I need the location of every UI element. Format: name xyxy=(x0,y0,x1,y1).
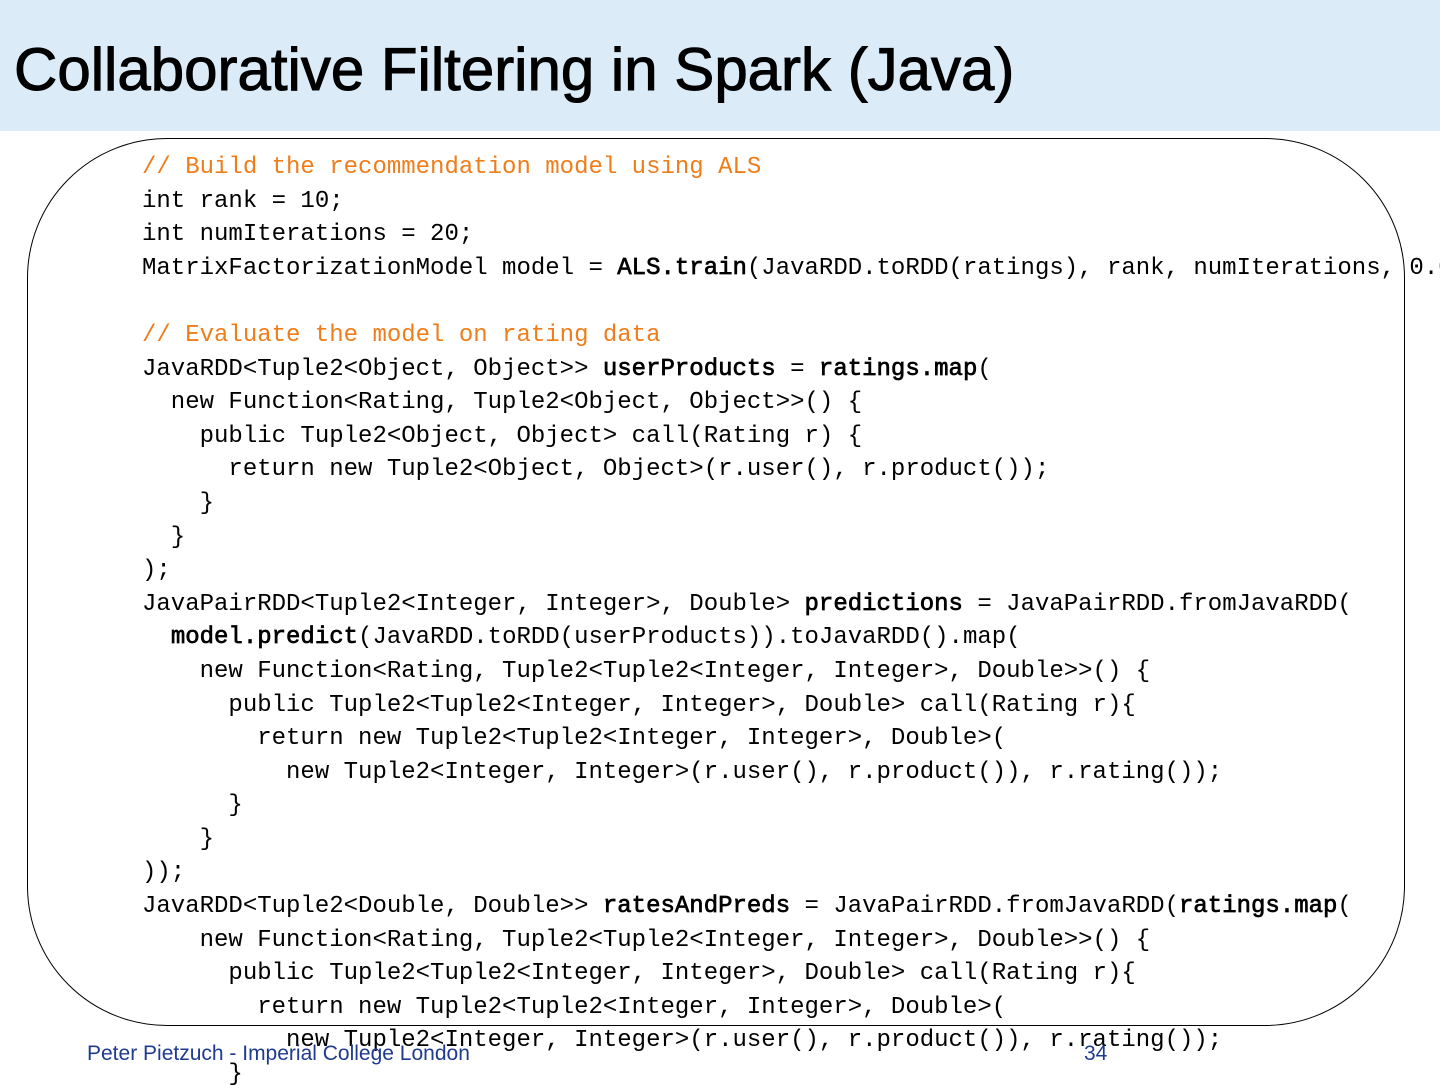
code-line: int rank = 10; xyxy=(142,185,1440,219)
code-highlight: userProducts xyxy=(602,355,777,383)
code-text: (JavaRDD.toRDD(userProducts)).toJavaRDD(… xyxy=(358,624,1021,652)
code-text: ); xyxy=(142,557,171,585)
code-line: new Tuple2<Integer, Integer>(r.user(), r… xyxy=(142,756,1440,790)
code-line: JavaRDD<Tuple2<Double, Double>> ratesAnd… xyxy=(142,890,1440,924)
title-bar: Collaborative Filtering in Spark (Java) xyxy=(0,0,1440,131)
code-highlight: ALS.train xyxy=(617,254,747,282)
code-text: } xyxy=(142,825,215,853)
code-line: } xyxy=(142,789,1440,823)
code-highlight: ratings.map xyxy=(1178,893,1338,921)
page-number: 34 xyxy=(1084,1042,1108,1065)
code-line: } xyxy=(142,521,1440,555)
code-line: return new Tuple2<Tuple2<Integer, Intege… xyxy=(142,991,1440,1025)
code-comment: // Build the recommendation model using … xyxy=(142,154,762,181)
code-text: (JavaRDD.toRDD(ratings), rank, numIterat… xyxy=(746,254,1440,282)
code-line: int numIterations = 20; xyxy=(142,218,1440,252)
code-text: MatrixFactorizationModel model = xyxy=(142,254,618,282)
code-highlight: model.predict xyxy=(170,624,359,652)
code-text: return new Tuple2<Tuple2<Integer, Intege… xyxy=(142,725,1007,753)
code-line: new Function<Rating, Tuple2<Object, Obje… xyxy=(142,386,1440,420)
code-line xyxy=(142,285,1440,319)
code-text: new Function<Rating, Tuple2<Tuple2<Integ… xyxy=(142,926,1151,954)
code-text: return new Tuple2<Tuple2<Integer, Intege… xyxy=(142,993,1007,1021)
code-line: return new Tuple2<Tuple2<Integer, Intege… xyxy=(142,722,1440,756)
code-line: public Tuple2<Object, Object> call(Ratin… xyxy=(142,420,1440,454)
code-text: new Tuple2<Integer, Integer>(r.user(), r… xyxy=(142,758,1223,786)
code-line: new Function<Rating, Tuple2<Tuple2<Integ… xyxy=(142,924,1440,958)
code-line: public Tuple2<Tuple2<Integer, Integer>, … xyxy=(142,957,1440,991)
code-text: new Tuple2<Integer, Integer>(r.user(), r… xyxy=(142,1027,1223,1055)
code-text: ( xyxy=(977,355,992,383)
footer-author: Peter Pietzuch - Imperial College London xyxy=(87,1042,470,1065)
code-highlight: ratesAndPreds xyxy=(602,893,791,921)
code-line: // Build the recommendation model using … xyxy=(142,151,1440,185)
code-frame xyxy=(27,138,1405,1026)
code-line: public Tuple2<Tuple2<Integer, Integer>, … xyxy=(142,689,1440,723)
code-highlight: ratings.map xyxy=(818,355,978,383)
code-line: JavaPairRDD<Tuple2<Integer, Integer>, Do… xyxy=(142,588,1440,622)
code-text xyxy=(142,624,171,651)
code-text: } xyxy=(142,792,243,820)
code-line: new Function<Rating, Tuple2<Tuple2<Integ… xyxy=(142,655,1440,689)
code-line: } xyxy=(142,823,1440,857)
code-block: // Build the recommendation model using … xyxy=(142,151,1440,1092)
code-line: new Tuple2<Integer, Integer>(r.user(), r… xyxy=(142,1024,1440,1058)
code-text: = JavaPairRDD.fromJavaRDD( xyxy=(790,893,1179,921)
code-comment: // Evaluate the model on rating data xyxy=(142,321,661,349)
code-text: new Function<Rating, Tuple2<Object, Obje… xyxy=(142,389,863,417)
code-line: ); xyxy=(142,554,1440,588)
code-text: JavaRDD<Tuple2<Double, Double>> xyxy=(142,893,603,921)
code-text: JavaPairRDD<Tuple2<Integer, Integer>, Do… xyxy=(142,590,805,618)
code-text: )); xyxy=(142,859,186,887)
code-text: public Tuple2<Tuple2<Integer, Integer>, … xyxy=(142,691,1136,719)
code-text: = JavaPairRDD.fromJavaRDD( xyxy=(962,590,1352,618)
code-line: model.predict(JavaRDD.toRDD(userProducts… xyxy=(142,621,1440,655)
code-line: )); xyxy=(142,856,1440,890)
code-highlight: predictions xyxy=(804,590,963,618)
code-line: } xyxy=(142,487,1440,521)
code-text: } xyxy=(142,489,215,517)
slide-title: Collaborative Filtering in Spark (Java) xyxy=(13,36,1015,104)
code-line: return new Tuple2<Object, Object>(r.user… xyxy=(142,453,1440,487)
code-text: public Tuple2<Object, Object> call(Ratin… xyxy=(142,422,863,450)
code-line: MatrixFactorizationModel model = ALS.tra… xyxy=(142,252,1440,286)
code-text: return new Tuple2<Object, Object>(r.user… xyxy=(142,456,1050,484)
code-text: int rank = 10; xyxy=(142,187,344,215)
code-line: JavaRDD<Tuple2<Object, Object>> userProd… xyxy=(142,353,1440,387)
code-text: public Tuple2<Tuple2<Integer, Integer>, … xyxy=(142,960,1136,988)
code-text: ( xyxy=(1337,893,1352,921)
code-text: = xyxy=(775,355,819,383)
code-line: // Evaluate the model on rating data xyxy=(142,319,1440,353)
code-text: } xyxy=(142,523,186,551)
code-text: JavaRDD<Tuple2<Object, Object>> xyxy=(142,355,603,383)
code-text: int numIterations = 20; xyxy=(142,221,474,249)
code-text: new Function<Rating, Tuple2<Tuple2<Integ… xyxy=(142,657,1151,685)
